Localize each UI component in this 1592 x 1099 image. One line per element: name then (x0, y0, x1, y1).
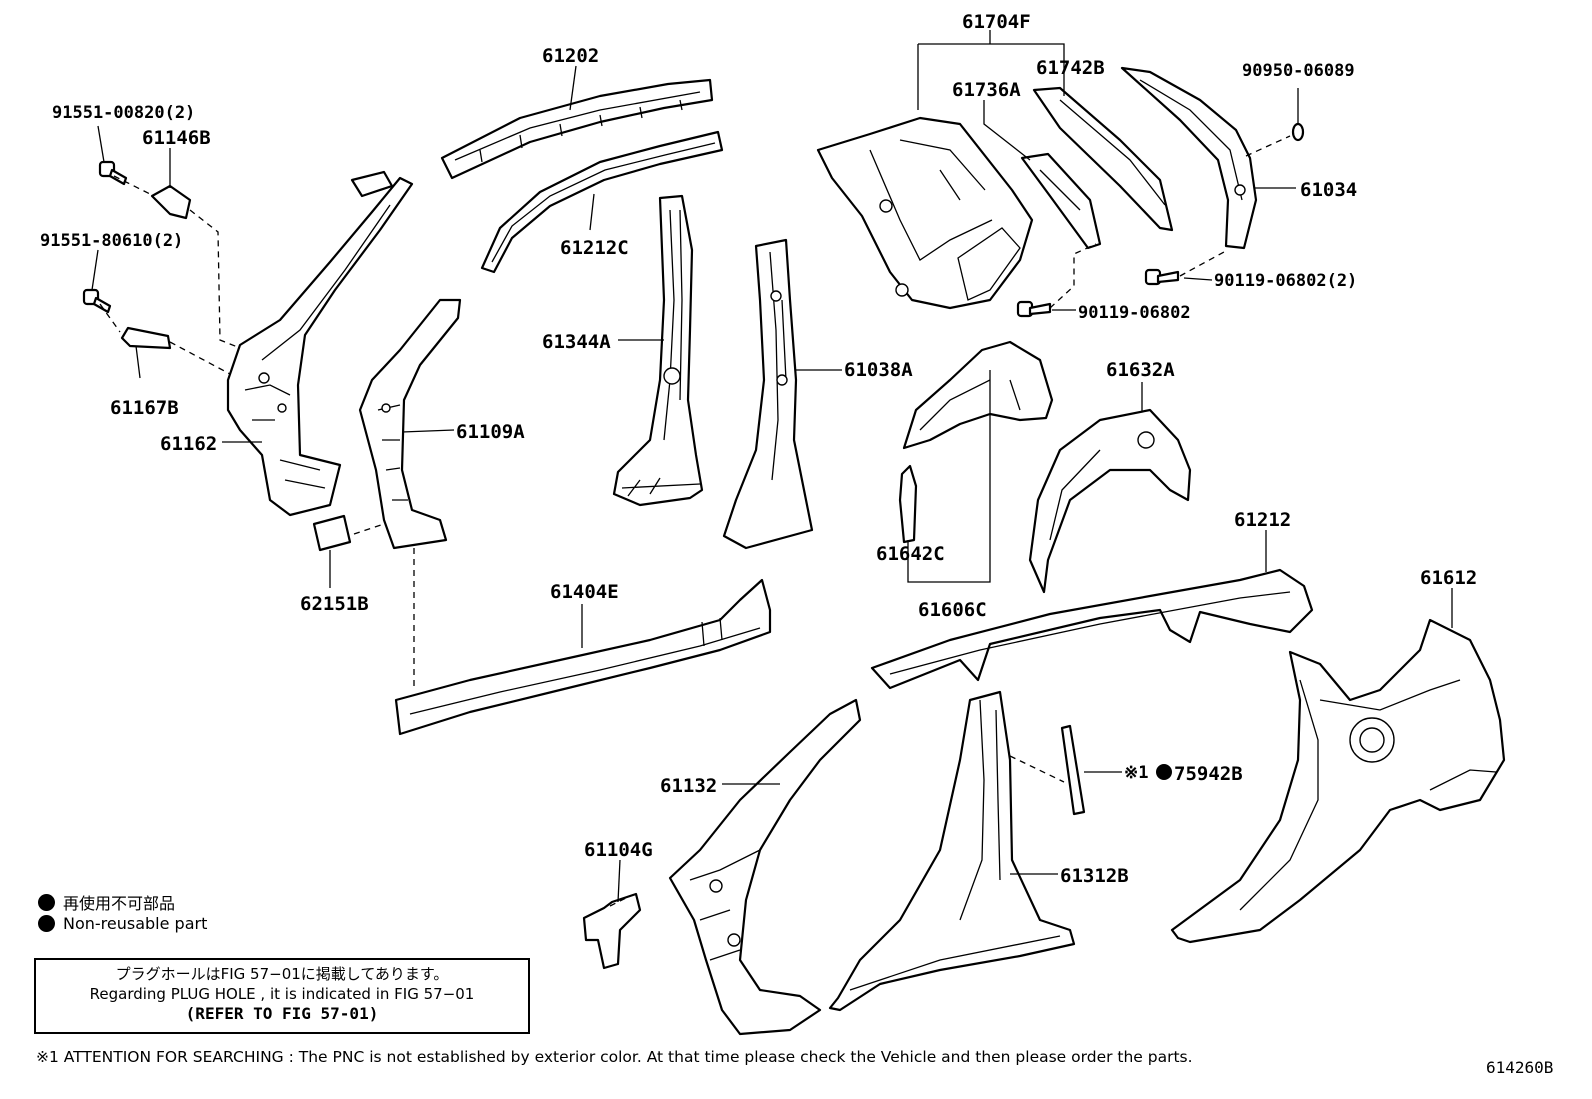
label-61104G[interactable]: 61104G (584, 839, 653, 861)
part-61312B-shape[interactable] (828, 690, 1076, 1012)
label-61742B[interactable]: 61742B (1036, 57, 1105, 79)
part-61612-shape[interactable] (1170, 618, 1506, 944)
non-reusable-dot-icon (1156, 764, 1172, 780)
part-61202-shape[interactable] (440, 78, 714, 180)
label-61642C[interactable]: 61642C (876, 543, 945, 565)
label-61704F[interactable]: 61704F (962, 11, 1031, 33)
bolt-91551-00820-icon (98, 160, 128, 186)
part-61642C-shape[interactable] (898, 464, 918, 544)
legend-en: Non-reusable part (38, 914, 207, 933)
part-61162-shape[interactable] (226, 170, 414, 517)
label-75942B[interactable]: 75942B (1174, 763, 1243, 785)
note-line-en: Regarding PLUG HOLE , it is indicated in… (89, 985, 475, 1003)
label-61212C[interactable]: 61212C (560, 237, 629, 259)
attention-footnote: ※1 ATTENTION FOR SEARCHING : The PNC is … (36, 1048, 1193, 1066)
bolt-90119-06802-2-icon (1144, 268, 1180, 286)
part-62151B-shape[interactable] (312, 514, 352, 552)
part-61742B-shape[interactable] (1032, 86, 1174, 232)
label-61038A[interactable]: 61038A (844, 359, 913, 381)
part-61109A-shape[interactable] (358, 298, 462, 550)
part-61034-shape[interactable] (1120, 66, 1258, 250)
note-line-refer: (REFER TO FIG 57-01) (185, 1004, 379, 1023)
label-90119-06802[interactable]: 90119-06802 (1078, 303, 1191, 323)
non-reusable-dot-icon (38, 893, 55, 911)
part-61212C-shape[interactable] (480, 130, 724, 274)
part-61132-shape[interactable] (668, 698, 862, 1036)
bolt-90119-06802-icon (1016, 300, 1052, 318)
label-61344A[interactable]: 61344A (542, 331, 611, 353)
part-61212-shape[interactable] (870, 568, 1314, 690)
label-61212[interactable]: 61212 (1234, 509, 1291, 531)
leader-lines (91, 30, 1453, 903)
label-61632A[interactable]: 61632A (1106, 359, 1175, 381)
label-61404E[interactable]: 61404E (550, 581, 619, 603)
legend-jp: 再使用不可部品 (38, 890, 175, 914)
part-61404E-shape[interactable] (394, 578, 772, 736)
label-61109A[interactable]: 61109A (456, 421, 525, 443)
label-62151B[interactable]: 62151B (300, 593, 369, 615)
label-61312B[interactable]: 61312B (1060, 865, 1129, 887)
part-61704F-shape[interactable] (816, 116, 1034, 310)
label-61162[interactable]: 61162 (160, 433, 217, 455)
bolt-91551-80610-icon (82, 288, 112, 314)
note-line-jp: プラグホールはFIG 57−01に掲載してあります。 (115, 965, 449, 983)
label-61612[interactable]: 61612 (1420, 567, 1477, 589)
part-61104G-shape[interactable] (582, 892, 642, 970)
part-61606C-shape[interactable] (902, 340, 1054, 450)
label-61167B[interactable]: 61167B (110, 397, 179, 419)
non-reusable-dot-icon (38, 915, 55, 932)
part-61632A-shape[interactable] (1028, 408, 1192, 594)
label-91551-80610[interactable]: 91551-80610(2) (40, 231, 183, 251)
legend-en-text: Non-reusable part (63, 914, 208, 933)
legend-jp-text: 再使用不可部品 (63, 894, 176, 913)
part-75942B-shape[interactable] (1060, 724, 1086, 816)
part-61736A-shape[interactable] (1020, 152, 1102, 250)
part-61167B-shape[interactable] (120, 326, 172, 350)
label-61202[interactable]: 61202 (542, 45, 599, 67)
label-61034[interactable]: 61034 (1300, 179, 1357, 201)
label-75942B-prefix: ※1 (1124, 763, 1148, 783)
plug-90950-06089-icon (1291, 122, 1305, 142)
part-61344A-shape[interactable] (612, 194, 704, 507)
figure-number: 614260B (1486, 1058, 1554, 1077)
plug-hole-note: プラグホールはFIG 57−01に掲載してあります。 Regarding PLU… (34, 958, 530, 1034)
label-61606C[interactable]: 61606C (918, 599, 987, 621)
label-61146B[interactable]: 61146B (142, 127, 211, 149)
label-61736A[interactable]: 61736A (952, 79, 1021, 101)
part-labels: 61704F 61202 61742B 90950-06089 91551-00… (40, 11, 1477, 887)
label-90119-06802-2[interactable]: 90119-06802(2) (1214, 271, 1357, 291)
label-61132[interactable]: 61132 (660, 775, 717, 797)
dashed-guides (99, 135, 1291, 907)
part-61038A-shape[interactable] (722, 238, 814, 550)
label-90950-06089[interactable]: 90950-06089 (1242, 61, 1355, 81)
label-91551-00820[interactable]: 91551-00820(2) (52, 103, 195, 123)
part-61146B-shape[interactable] (150, 184, 192, 220)
